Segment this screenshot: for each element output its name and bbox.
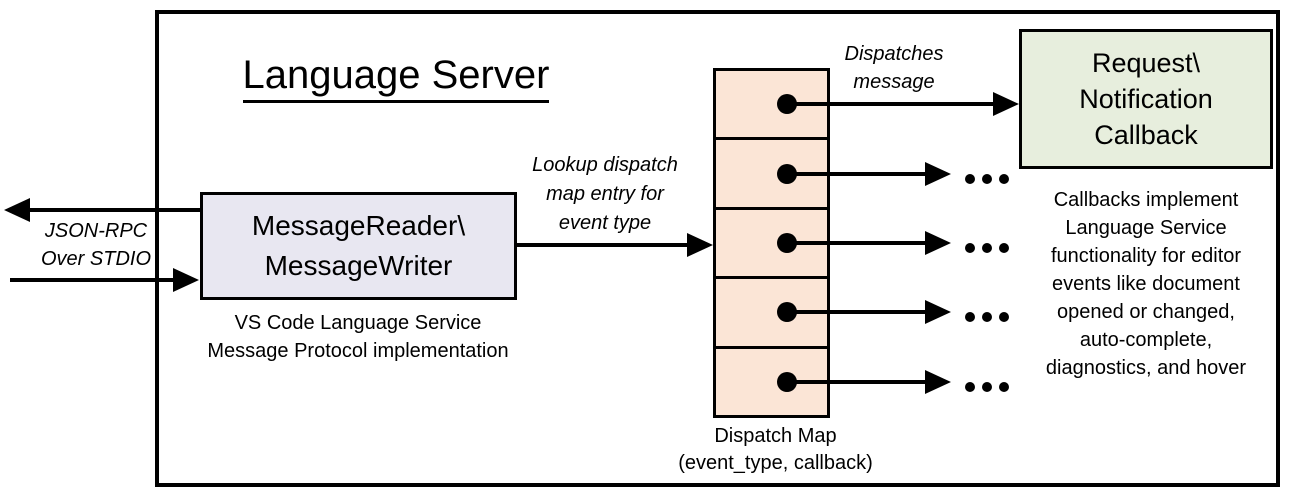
dispatches-message-label: Dispatches message xyxy=(844,43,944,93)
dispatch-map xyxy=(713,68,830,418)
language-server-boundary-box xyxy=(155,10,1280,487)
message-reader-writer-box: MessageReader\ MessageWriter xyxy=(200,192,517,300)
lookup-dispatch-label: Lookup dispatch map entry for event type xyxy=(532,154,678,234)
callbacks-note: Callbacks implement Language Service fun… xyxy=(1045,189,1247,379)
diagram-title: Language Server xyxy=(230,52,562,103)
dispatch-map-caption: Dispatch Map (event_type, callback) xyxy=(678,425,873,474)
dispatch-map-cell xyxy=(716,345,827,416)
diagram-title-text: Language Server xyxy=(242,53,550,103)
reader-caption: VS Code Language Service Message Protoco… xyxy=(207,312,509,362)
dispatch-map-cell xyxy=(716,137,827,207)
dispatch-map-cell xyxy=(716,71,827,138)
request-notification-callback-box: Request\ Notification Callback xyxy=(1019,29,1273,169)
dispatch-map-cell xyxy=(716,206,827,277)
json-rpc-stdio-label: JSON-RPC Over STDIO xyxy=(40,220,151,270)
dispatch-map-cell xyxy=(716,276,827,346)
request-notification-callback-label: Request\ Notification Callback xyxy=(1079,48,1213,150)
message-reader-writer-label: MessageReader\ MessageWriter xyxy=(251,210,466,281)
